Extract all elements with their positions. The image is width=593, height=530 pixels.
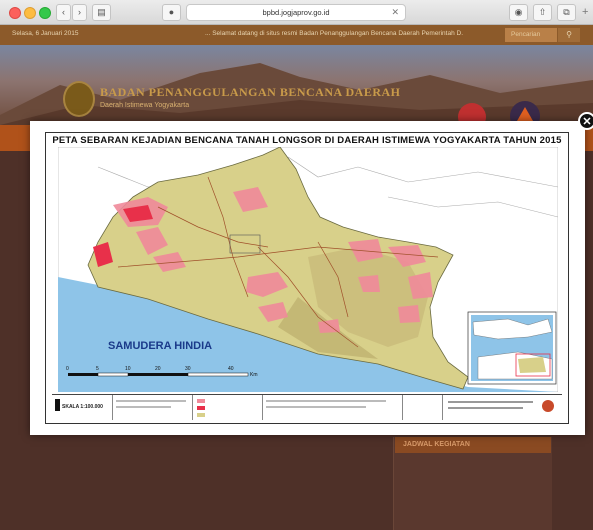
warning-triangle-icon: [517, 107, 533, 121]
site-marquee: ... Selamat datang di situs resmi Badan …: [205, 30, 463, 37]
forward-button[interactable]: ›: [72, 4, 87, 21]
browser-titlebar: ‹ › ▤ ● bpbd.jogjaprov.go.id ✕ ◉ ⇧ ⧉ +: [0, 0, 593, 25]
site-search-button[interactable]: ⚲: [558, 28, 580, 42]
map-image: SAMUDERA HINDIA 0 5 10 20 30 40 Km: [58, 147, 558, 392]
chevron-right-icon: ›: [78, 7, 81, 17]
zoom-window-button[interactable]: [39, 7, 51, 19]
scale-unit: Km: [250, 372, 258, 378]
sidebar-toggle-button[interactable]: ▤: [92, 4, 111, 21]
scale-bar: 0 5 10 20 30 40 Km: [66, 366, 258, 378]
site-search-input[interactable]: Pencarian: [505, 28, 557, 42]
site-banner: [0, 45, 593, 125]
site-date: Selasa, 6 Januari 2015: [12, 30, 79, 37]
tabs-button[interactable]: ⧉: [557, 4, 576, 21]
agency-logo: [542, 400, 554, 412]
north-arrow-icon: [55, 399, 60, 411]
back-button[interactable]: ‹: [56, 4, 71, 21]
legend-cell-2: [112, 395, 193, 420]
site-logo[interactable]: [63, 81, 95, 117]
legend-agency-cell: [442, 395, 562, 420]
share-button[interactable]: ⇧: [533, 4, 552, 21]
privacy-button[interactable]: ●: [162, 4, 181, 21]
site-title: BADAN PENANGGULANGAN BENCANA DAERAH: [100, 85, 401, 99]
extensions-button[interactable]: ◉: [509, 4, 528, 21]
legend-cell-5: [402, 395, 443, 420]
scale-tick: 10: [125, 366, 131, 372]
legend-source-cell: [262, 395, 403, 420]
sidebar-heading: JADWAL KEGIATAN: [395, 437, 551, 453]
scale-tick: 5: [96, 366, 99, 372]
extension-icon: ◉: [514, 7, 523, 17]
tabs-icon: ⧉: [563, 7, 570, 17]
scale-tick: 30: [185, 366, 191, 372]
address-bar[interactable]: bpbd.jogjaprov.go.id ✕: [186, 4, 406, 21]
search-icon: ⚲: [566, 30, 572, 39]
shield-icon: ●: [168, 7, 175, 17]
legend-colors-cell: [192, 395, 263, 420]
close-icon: ✕: [582, 116, 592, 128]
inset-map: [467, 311, 557, 385]
sidebar-icon: ▤: [97, 7, 106, 17]
legend-scale-cell: SKALA 1:100.000: [52, 395, 113, 420]
site-search-placeholder: Pencarian: [511, 31, 541, 38]
close-lightbox-button[interactable]: ✕: [578, 112, 593, 130]
new-tab-icon[interactable]: +: [582, 6, 589, 18]
close-window-button[interactable]: [9, 7, 21, 19]
landslide-map[interactable]: PETA SEBARAN KEJADIAN BENCANA TANAH LONG…: [45, 132, 569, 424]
map-title: PETA SEBARAN KEJADIAN BENCANA TANAH LONG…: [52, 135, 562, 146]
chevron-left-icon: ‹: [62, 7, 65, 17]
mountain-illustration: [0, 63, 593, 125]
share-icon: ⇧: [538, 7, 547, 17]
map-legend: SKALA 1:100.000: [52, 394, 562, 420]
scale-label: SKALA 1:100.000: [62, 404, 103, 410]
minimize-window-button[interactable]: [24, 7, 36, 19]
ocean-label: SAMUDERA HINDIA: [108, 340, 212, 352]
site-subtitle: Daerah Istimewa Yogyakarta: [100, 102, 190, 109]
scale-tick: 40: [228, 366, 234, 372]
stop-icon[interactable]: ✕: [391, 7, 399, 17]
scale-tick: 0: [66, 366, 69, 372]
address-url: bpbd.jogjaprov.go.id: [262, 8, 330, 17]
scale-tick: 20: [155, 366, 161, 372]
site-topbar: Selasa, 6 Januari 2015 ... Selamat datan…: [0, 25, 593, 45]
